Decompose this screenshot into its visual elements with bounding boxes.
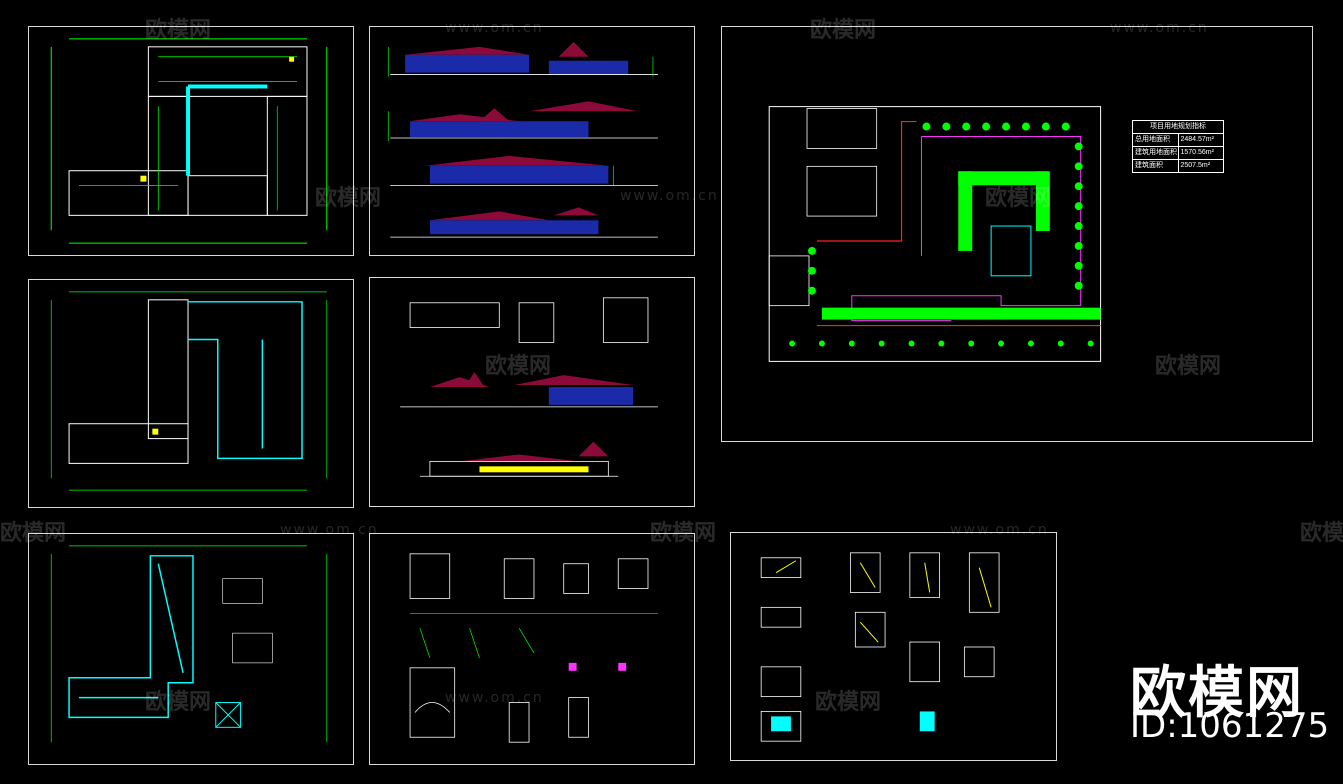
- drawing-sheet-elevations: [369, 26, 695, 256]
- details-drawing: [409, 553, 658, 743]
- floor-plan-drawing: [50, 38, 328, 244]
- drawing-sheet-site-plan: 项目用地规划指标 总用地面积 2484.57m² 建筑用地面积 1570.56m…: [721, 26, 1313, 442]
- roof-plan-drawing: [50, 545, 328, 743]
- brand-name: 欧模网: [1130, 661, 1304, 726]
- watermark-logo: 欧模网: [1300, 520, 1343, 545]
- table-row: 建筑面积 2507.5m²: [1133, 159, 1223, 172]
- site-index-table: 项目用地规划指标 总用地面积 2484.57m² 建筑用地面积 1570.56m…: [1132, 120, 1224, 173]
- elevations-drawing: [387, 41, 658, 238]
- table-header: 项目用地规划指标: [1150, 123, 1206, 130]
- stair-details-drawing: [760, 552, 1000, 742]
- table-row: 建筑用地面积 1570.56m²: [1133, 146, 1223, 159]
- table-row: 总用地面积 2484.57m²: [1133, 133, 1223, 146]
- drawing-sheet-details: [369, 533, 695, 765]
- drawing-sheet-plan-first-floor: [28, 26, 354, 256]
- drawing-sheet-sections: [369, 277, 695, 507]
- sections-drawing: [400, 297, 658, 477]
- site-plan-drawing: [768, 106, 1102, 362]
- drawing-sheet-stair-details: [730, 532, 1057, 761]
- drawing-sheet-plan-second-floor: [28, 279, 354, 508]
- floor-plan-drawing: [50, 291, 328, 491]
- brand-id: ID:1061275: [1130, 706, 1330, 746]
- drawing-sheet-roof-plan: [28, 533, 354, 765]
